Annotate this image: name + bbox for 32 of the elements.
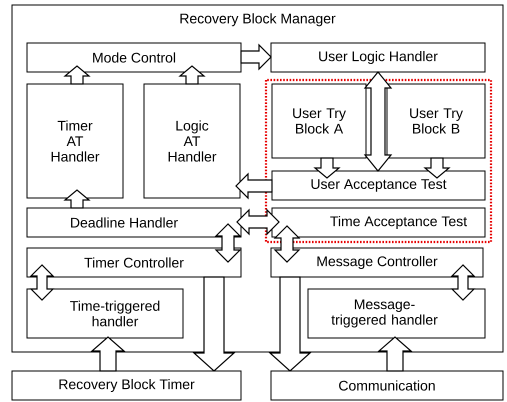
process-box: Mode Control xyxy=(26,42,242,72)
process-box: Recovery Block Timer xyxy=(12,370,242,400)
block-arrow xyxy=(236,208,280,236)
block-arrow xyxy=(423,157,451,179)
process-box: User Try Block A xyxy=(272,84,366,158)
process-box: Message-triggered handler xyxy=(308,288,486,338)
block-arrow xyxy=(240,44,272,70)
block-arrow xyxy=(214,223,242,263)
block-arrow xyxy=(364,71,392,172)
process-box: Timer AT Handler xyxy=(26,84,124,198)
block-arrow xyxy=(90,336,126,372)
block-arrow xyxy=(450,264,476,301)
process-box: User Acceptance Test xyxy=(272,170,486,200)
block-arrow xyxy=(235,172,273,200)
process-box: Deadline Handler xyxy=(26,208,242,238)
block-arrow xyxy=(192,276,236,372)
process-box: Timer Controller xyxy=(26,248,242,278)
process-box: Communication xyxy=(270,370,504,400)
process-box: Message Controller xyxy=(270,248,484,278)
block-arrow xyxy=(178,65,206,85)
process-box: Logic AT Handler xyxy=(144,84,240,198)
block-arrow xyxy=(63,65,91,85)
process-box: Time-triggered handler xyxy=(26,288,184,338)
block-arrow xyxy=(63,189,91,209)
process-box: User Logic Handler xyxy=(270,42,486,72)
process-box: Time Acceptance Test xyxy=(272,208,486,238)
block-arrow xyxy=(274,225,300,263)
block-arrow xyxy=(313,157,341,179)
block-arrow xyxy=(30,264,54,301)
process-box: User Try Block B xyxy=(386,84,486,158)
block-arrow xyxy=(268,276,312,372)
block-arrow xyxy=(377,336,413,372)
